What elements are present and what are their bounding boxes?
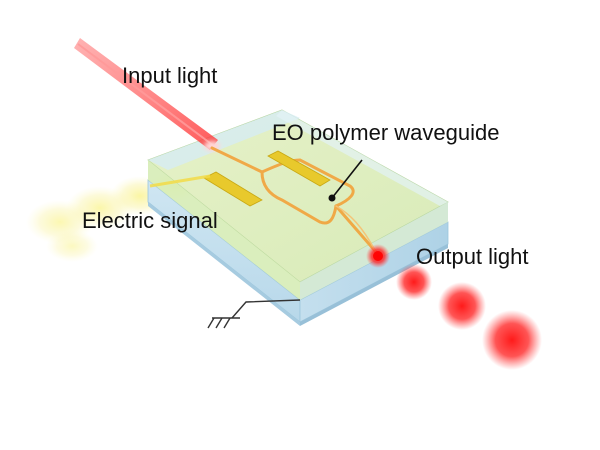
electrodes [149, 150, 331, 207]
eo-label-leader-line [331, 159, 363, 199]
output-light-label: Output light [416, 244, 529, 269]
output-light-pulses [366, 244, 542, 370]
eo-label-leader-dot [328, 194, 336, 202]
electric-signal-label: Electric signal [82, 208, 218, 233]
ground-symbol-icon [207, 299, 301, 329]
input-light-beam [74, 38, 220, 151]
eo-polymer-waveguide-label: EO polymer waveguide [272, 120, 500, 145]
input-light-label: Input light [122, 63, 218, 88]
